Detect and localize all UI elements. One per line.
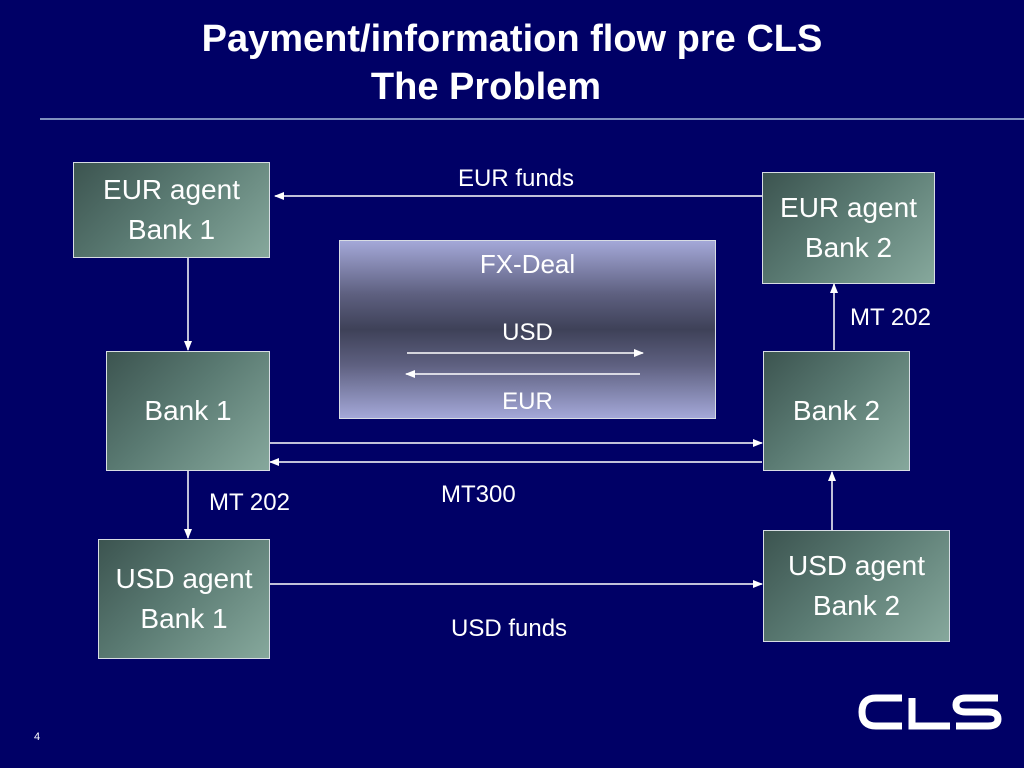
usd-agent-bank1-box: USD agent Bank 1 (98, 539, 270, 659)
usd-agent-bank2-box: USD agent Bank 2 (763, 530, 950, 642)
box-line: Bank 1 (140, 603, 228, 634)
box-line: Bank 2 (804, 232, 893, 263)
fx-deal-box: FX-Deal USD EUR (339, 240, 716, 419)
eur-agent-bank1-box: EUR agent Bank 1 (73, 162, 270, 258)
bank1-box: Bank 1 (106, 351, 270, 471)
fx-deal-title: FX-Deal (479, 249, 576, 279)
usd-funds-label: USD funds (451, 615, 568, 642)
box-line: Bank 1 (127, 214, 216, 245)
mt300-label: MT300 (441, 481, 516, 508)
eur-agent-bank2-box: EUR agent Bank 2 (762, 172, 935, 284)
box-line: EUR agent (780, 192, 917, 223)
mt202-right-label: MT 202 (850, 304, 931, 331)
box-line: Bank 1 (144, 395, 232, 426)
bank2-box: Bank 2 (763, 351, 910, 471)
box-line: Bank 2 (812, 590, 901, 621)
fx-deal-arrows (405, 349, 644, 378)
fx-eur-label: EUR (502, 388, 553, 415)
page-number: 4 (34, 731, 41, 743)
mt202-left-label: MT 202 (209, 489, 290, 516)
slide-subtitle: The Problem (370, 66, 602, 108)
box-line: EUR agent (103, 174, 240, 205)
box-line: USD agent (115, 563, 253, 594)
cls-logo-icon (858, 694, 1002, 730)
box-line: USD agent (788, 550, 925, 581)
fx-usd-label: USD (502, 319, 553, 346)
box-line: Bank 2 (792, 395, 881, 426)
title-divider (40, 118, 1024, 120)
eur-funds-label: EUR funds (458, 165, 575, 192)
slide-title: Payment/information flow pre CLS (201, 18, 823, 60)
